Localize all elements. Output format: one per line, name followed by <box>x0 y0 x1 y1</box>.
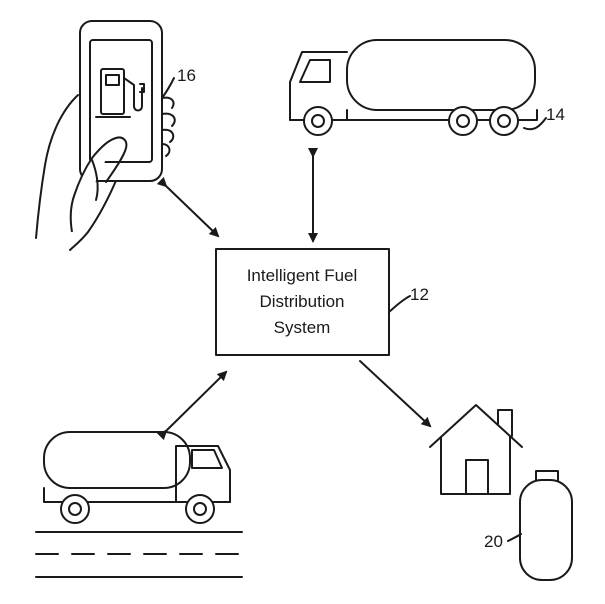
arrow-system-house <box>359 360 432 428</box>
arrow-road-truck-system <box>156 370 228 441</box>
tanker-truck-road <box>35 431 243 578</box>
phone-body <box>79 20 163 182</box>
wheel <box>60 494 90 524</box>
tank-ref-number: 20 <box>484 532 503 551</box>
tank-ref-leader <box>507 533 522 542</box>
tank-cylinder <box>346 39 536 111</box>
tanker-ref-number: 14 <box>546 105 565 124</box>
cab-window <box>191 449 223 469</box>
system-box-label-line1: Intelligent Fuel <box>247 266 358 285</box>
wheel <box>489 106 519 136</box>
phone-ref-number: 16 <box>177 66 196 85</box>
door <box>465 459 489 495</box>
tank-body <box>519 479 573 581</box>
fuel-pump-icon <box>95 68 145 118</box>
propane-tank <box>519 470 573 581</box>
wheel <box>185 494 215 524</box>
cab-window <box>299 59 331 83</box>
system-box: Intelligent Fuel Distribution System <box>215 248 390 356</box>
wheel <box>303 106 333 136</box>
chimney <box>497 409 513 437</box>
arrow-phone-system <box>156 176 220 238</box>
phone-screen <box>89 39 153 163</box>
tanker-ref-leader <box>523 117 547 131</box>
house <box>429 404 523 495</box>
tank-cylinder <box>43 431 191 489</box>
system-box-label-line3: System <box>274 318 331 337</box>
hand-with-phone <box>35 20 176 251</box>
system-ref-number: 12 <box>410 285 429 304</box>
wheel <box>448 106 478 136</box>
tanker-truck-top <box>289 39 538 136</box>
system-box-label-line2: Distribution <box>259 292 344 311</box>
system-ref-leader <box>388 295 411 313</box>
